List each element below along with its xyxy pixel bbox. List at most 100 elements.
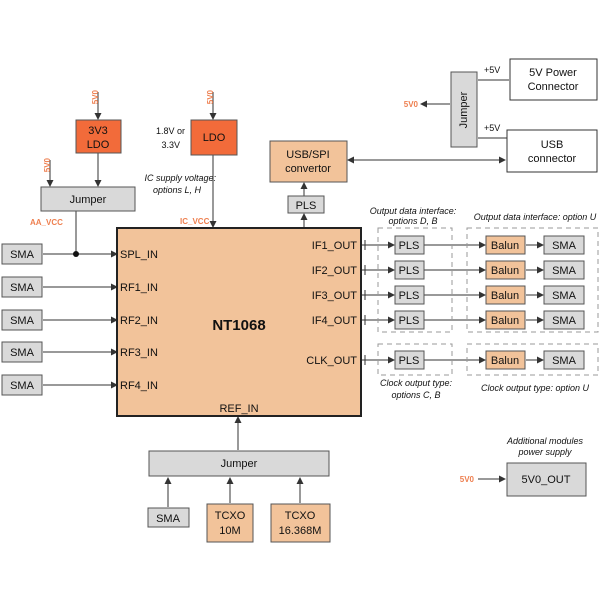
clock-output-u-group: [466, 343, 599, 376]
clk-u-note: Clock output type: option U: [481, 383, 590, 393]
clock-output-cb-group: [377, 343, 453, 376]
balun-if1: Balun: [485, 235, 526, 255]
balun-if2: Balun: [485, 260, 526, 280]
svg-text:convertor: convertor: [285, 163, 331, 175]
out-db-note-line2: options D, B: [388, 216, 437, 226]
balun-if4: Balun: [485, 310, 526, 330]
svg-text:USB: USB: [541, 139, 564, 151]
svg-text:10M: 10M: [219, 525, 240, 537]
pls-clk: PLS: [394, 350, 425, 370]
svg-text:SMA: SMA: [552, 290, 577, 302]
svg-text:5V0_OUT: 5V0_OUT: [522, 474, 571, 486]
svg-text:Balun: Balun: [491, 240, 519, 252]
pin-if4-out: IF4_OUT: [312, 315, 358, 327]
svg-text:SMA: SMA: [10, 380, 35, 392]
sma-clk: SMA: [543, 350, 585, 370]
v5v0-label-jumper: 5V0: [43, 157, 52, 172]
svg-text:SMA: SMA: [10, 315, 35, 327]
svg-text:PLS: PLS: [296, 200, 317, 212]
pin-rf3-in: RF3_IN: [120, 347, 158, 359]
add-mod-note-line1: Additional modules: [506, 436, 584, 446]
sma-input-rf1: SMA: [1, 276, 43, 298]
svg-text:LDO: LDO: [203, 132, 226, 144]
pin-spl-in: SPL_IN: [120, 249, 158, 261]
sma-ref: SMA: [147, 507, 190, 528]
svg-text:PLS: PLS: [399, 265, 420, 277]
svg-text:LDO: LDO: [87, 139, 110, 151]
output-data-interface-db-group: [377, 227, 453, 333]
pls-if1: PLS: [394, 235, 425, 255]
svg-text:3V3: 3V3: [88, 125, 108, 137]
ldo-3v3-block: 3V3 LDO: [75, 119, 122, 154]
ic-vcc-label: IC_VCC: [180, 217, 210, 226]
sma-if4: SMA: [543, 310, 585, 330]
svg-text:Connector: Connector: [528, 81, 579, 93]
svg-text:Jumper: Jumper: [458, 91, 470, 128]
sma-input-rf4: SMA: [1, 374, 43, 396]
sma-input-rf3: SMA: [1, 341, 43, 363]
svg-text:SMA: SMA: [552, 265, 577, 277]
svg-text:16.368M: 16.368M: [279, 525, 322, 537]
ldo-block: LDO: [190, 119, 238, 156]
clk-cb-note-line2: options C, B: [391, 390, 440, 400]
svg-text:Jumper: Jumper: [70, 194, 107, 206]
tcxo-16368m: TCXO 16.368M: [270, 503, 331, 543]
svg-text:SMA: SMA: [10, 249, 35, 261]
svg-text:SMA: SMA: [10, 347, 35, 359]
v5v0-label-ldo: 5V0: [206, 89, 215, 104]
sma-input-rf2: SMA: [1, 309, 43, 331]
clk-cb-note-line1: Clock output type:: [380, 378, 453, 388]
svg-text:SMA: SMA: [552, 240, 577, 252]
pin-if3-out: IF3_OUT: [312, 290, 358, 302]
pin-ref-in: REF_IN: [219, 403, 258, 415]
nt1068-block: NT1068 SPL_IN RF1_IN RF2_IN RF3_IN RF4_I…: [116, 227, 362, 417]
pin-rf2-in: RF2_IN: [120, 315, 158, 327]
jumper-aa-vcc: Jumper: [40, 186, 136, 212]
pls-usb: PLS: [287, 195, 325, 214]
v5v0-label-ldo3v3: 5V0: [91, 89, 100, 104]
sma-input-spl: SMA: [1, 243, 43, 265]
ic-supply-note-line2: options L, H: [153, 185, 202, 195]
svg-text:PLS: PLS: [399, 355, 420, 367]
plus5v-label-top: +5V: [484, 65, 500, 75]
output-data-interface-u-group: [466, 227, 599, 333]
power-connector-5v: 5V Power Connector: [509, 58, 598, 101]
out-u-note: Output data interface: option U: [474, 212, 597, 222]
svg-text:Balun: Balun: [491, 265, 519, 277]
svg-text:TCXO: TCXO: [215, 510, 246, 522]
jumper-power: Jumper: [450, 71, 478, 148]
pls-if4: PLS: [394, 310, 425, 330]
connections: [43, 79, 544, 507]
pls-if3: PLS: [394, 285, 425, 305]
balun-if3: Balun: [485, 285, 526, 305]
svg-text:USB/SPI: USB/SPI: [286, 149, 329, 161]
aa-vcc-label: AA_VCC: [30, 218, 63, 227]
pls-if2: PLS: [394, 260, 425, 280]
pin-rf1-in: RF1_IN: [120, 282, 158, 294]
svg-text:SMA: SMA: [156, 513, 181, 525]
tcxo-10m: TCXO 10M: [206, 503, 254, 543]
main-block-title: NT1068: [212, 317, 265, 334]
usb-connector: USB connector: [506, 129, 598, 173]
v5v0-label-out: 5V0: [460, 475, 475, 484]
svg-text:Balun: Balun: [491, 315, 519, 327]
jumper-ref: Jumper: [148, 450, 330, 477]
svg-text:Balun: Balun: [491, 355, 519, 367]
pin-rf4-in: RF4_IN: [120, 380, 158, 392]
pin-if1-out: IF1_OUT: [312, 240, 358, 252]
ic-supply-note-line1: IC supply voltage:: [144, 173, 216, 183]
sma-if1: SMA: [543, 235, 585, 255]
out-5v0-block: 5V0_OUT: [506, 462, 587, 497]
balun-clk: Balun: [485, 350, 526, 370]
svg-text:Balun: Balun: [491, 290, 519, 302]
sma-if2: SMA: [543, 260, 585, 280]
svg-text:TCXO: TCXO: [285, 510, 316, 522]
svg-text:PLS: PLS: [399, 315, 420, 327]
svg-text:PLS: PLS: [399, 290, 420, 302]
svg-text:PLS: PLS: [399, 240, 420, 252]
svg-text:SMA: SMA: [10, 282, 35, 294]
svg-text:Jumper: Jumper: [221, 458, 258, 470]
v5v0-label-jumper-out: 5V0: [404, 100, 419, 109]
svg-text:SMA: SMA: [552, 355, 577, 367]
